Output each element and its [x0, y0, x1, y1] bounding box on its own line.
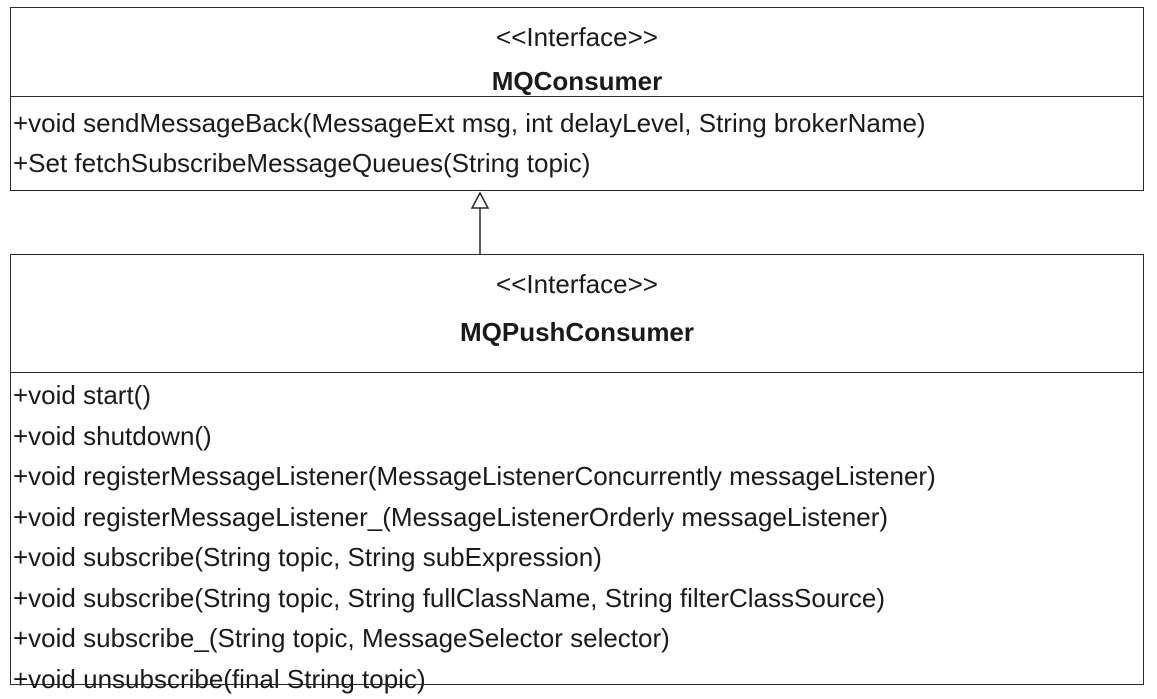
- class-header: <<Interface>> MQPushConsumer: [11, 255, 1143, 373]
- method: +void shutdown(): [13, 416, 1143, 457]
- stereotype-label: <<Interface>>: [11, 267, 1143, 301]
- method-list: +void start() +void shutdown() +void reg…: [11, 373, 1143, 699]
- class-box-mqpushconsumer: <<Interface>> MQPushConsumer +void start…: [10, 254, 1144, 685]
- method: +void registerMessageListener(MessageLis…: [13, 456, 1143, 497]
- method: +void subscribe(String topic, String ful…: [13, 578, 1143, 619]
- class-name: MQPushConsumer: [11, 315, 1143, 349]
- method: +void subscribe_(String topic, MessageSe…: [13, 618, 1143, 659]
- method: +void start(): [13, 375, 1143, 416]
- method: +void subscribe(String topic, String sub…: [13, 537, 1143, 578]
- hollow-triangle-arrowhead: [472, 193, 488, 208]
- method: +void unsubscribe(final String topic): [13, 659, 1143, 699]
- method: +void registerMessageListener_(MessageLi…: [13, 497, 1143, 538]
